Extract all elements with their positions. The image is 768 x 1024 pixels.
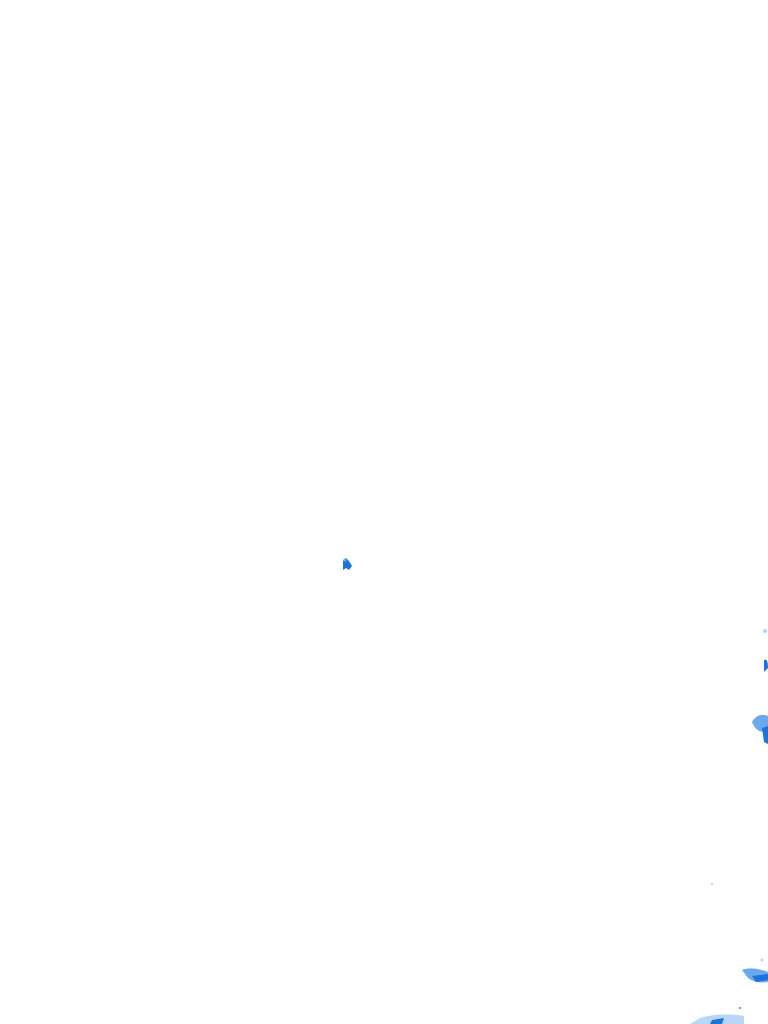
bottom-splash-dot-3 (738, 1006, 742, 1010)
center-ink-blot (343, 558, 352, 570)
bottom-right-ink-splash (690, 882, 768, 1024)
bottom-splash-dot-2 (760, 958, 764, 962)
center-blot-dot (343, 558, 347, 562)
bottom-splash-dot-1 (710, 882, 714, 886)
bottom-splash-fragment-2 (752, 974, 768, 982)
right-splash-fragment-3 (762, 726, 768, 744)
right-splash-fragment-1 (764, 659, 768, 672)
right-splash-dot-1 (763, 629, 767, 633)
bottom-splash-fragment-4 (710, 1018, 724, 1024)
right-edge-ink-splash (752, 629, 768, 744)
